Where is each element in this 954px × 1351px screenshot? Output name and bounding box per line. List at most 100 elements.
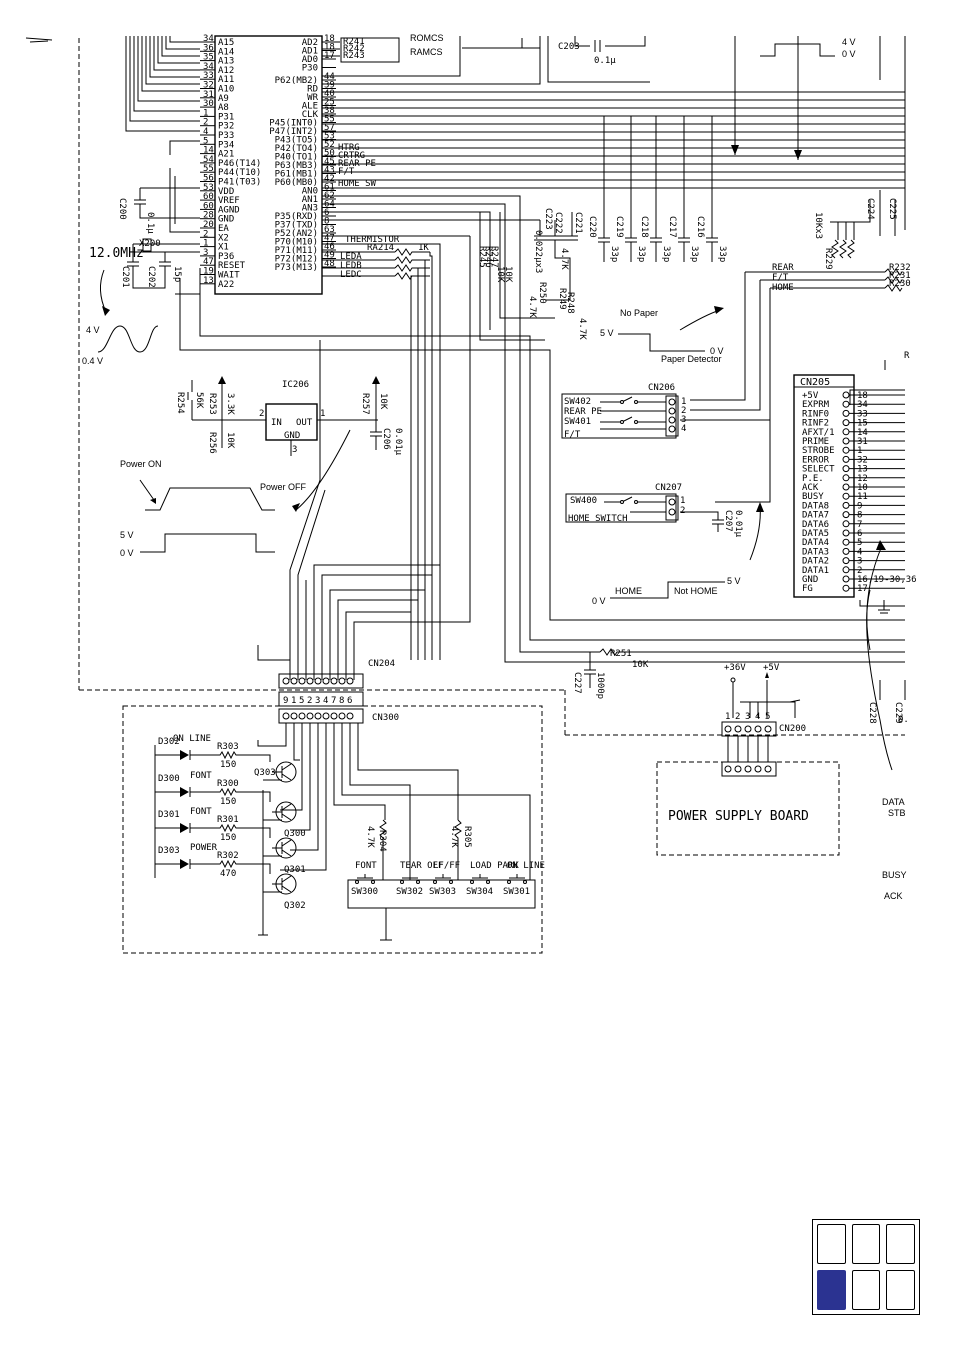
right-side-labels: DATA STB BUSY ACK [882,797,907,901]
cn200-36v: +36V [724,663,746,673]
cpu-right-pin-name: P40(TO1) [275,153,318,163]
address-bus [125,36,200,155]
signal-home-sw: HOME SW [338,179,377,189]
cpu-right-pin-number: 43 [324,166,335,176]
cn205-signal-15: DATA5 [802,529,829,539]
r229-value: 10Kx3 [813,212,823,239]
nav-cell-3[interactable] [817,1270,846,1310]
cpu-left-pin-name: WAIT [218,271,240,281]
cpu-left-pin-name: GND [218,215,234,225]
cpu-right-pin-name: P35(RXD) [275,212,318,222]
cn205-pin-7: 32 [857,455,868,465]
cn207-ref: CN207 [655,483,682,493]
r304-value: 4.7K [365,826,375,848]
panel-switch-label: LOAD PARK [470,861,519,871]
cn204-pin-0: 9 [283,696,288,706]
ft-label: F/T [564,430,581,440]
cpu-right-pin-name: P63(MB3) [275,161,318,171]
paper-5v-label: 5 V [600,328,614,338]
signal-crtrg: CRTRG [338,151,365,161]
clock-section: C200 0.1μ X200 12.0MHz C201 C202 15p 4 V… [82,168,905,641]
cpu-signal-labels: HTRG CRTRG REAR PE F/T HOME SW THERMISTO… [338,143,400,280]
cpu-left-pin-number: 2 [203,229,208,239]
cpu-right-pin-number: 42 [324,174,335,184]
c224-label: C224 [865,198,875,220]
nav-cell-5[interactable] [886,1270,915,1310]
cn204-pin-5: 4 [323,696,328,706]
nav-cell-2[interactable] [886,1224,915,1264]
cpu-left-pin-number: 1 [203,239,208,249]
cn205-pin-17: 4 [857,547,862,557]
cpu-right-wires [322,36,906,660]
cn300-pin-row [282,712,354,720]
cpu-right-pin-name: P70(M10) [275,238,318,248]
cn206-pin2: 2 [681,406,686,416]
cpu-left-pin-name: AGND [218,205,240,215]
cn207-pin2: 2 [680,506,685,516]
r253-label: R253 [207,393,217,415]
c207-value: 0.01μ [733,510,743,538]
cpu-right-pin-name: AN3 [302,204,318,214]
r257-label: R257 [360,393,370,415]
rear-pe-label: REAR PE [564,407,602,417]
home-switch-label: HOME SWITCH [568,514,628,524]
capacitor-value: 33p [689,246,699,262]
r247-label: R247 [489,246,499,268]
power-5v-label: 5 V [120,530,134,540]
cpu-right-pin-number: 39 [324,81,335,91]
r246-label: R246 [483,246,493,268]
cpu-left-pin-name: P34 [218,140,234,150]
r256-value: 10K [225,432,235,449]
nav-cell-4[interactable] [851,1270,881,1310]
cn200-pin-4: 5 [765,712,770,722]
c201-label: C201 [120,266,130,288]
cpu-left-pin-name: A9 [218,94,229,104]
cn205-pin-9: 12 [857,474,868,484]
cpu-left-pin-name: A22 [218,280,234,290]
rear-label-2: HOME [772,283,794,293]
panel-led-ref: D300 [158,774,180,784]
paper-waveform: No Paper 5 V 0 V Paper Detector [600,272,771,503]
c206-label: C206 [381,428,391,450]
cn206-connector: CN206 1 2 3 4 SW402 REAR PE SW401 F/T [561,383,770,440]
cpu-right-pin-name: P43(TO5) [275,136,318,146]
cn205-signal-20: GND [802,575,818,585]
cn205-pin-15: 6 [857,529,862,539]
capacitor-ref: C217 [667,216,677,238]
cn205-signal-17: DATA3 [802,547,829,557]
cn205-signal-16: DATA4 [802,538,829,548]
cn205-pin-5: 31 [857,437,868,447]
r304-label: R304 [377,830,387,852]
cn205-signal-13: DATA7 [802,511,829,521]
page-navigation-grid[interactable] [812,1219,920,1315]
right-stb-label: STB [888,808,906,818]
cpu-left-pin-name: A12 [218,66,234,76]
cn205-pin-6: 1 [857,446,862,456]
panel-led-label: FONT [190,771,212,781]
clock-0-4v-label: 0.4 V [82,356,103,366]
panel-led-label: FONT [190,807,212,817]
home-5v-label: 5 V [727,576,741,586]
c203-value: 0.1μ [594,56,616,66]
r231-label: R231 [889,271,911,281]
cpu-left-pin-number: 56 [203,174,214,184]
cpu-right-pin-name: RD [307,85,318,95]
cn206-pin1: 1 [681,397,686,407]
panel-led-ref: D301 [158,810,180,820]
cn205-pin-19: 2 [857,566,862,576]
right-ack-label: ACK [884,891,903,901]
cn205-pin-3: 15 [857,419,868,429]
nav-cell-1[interactable] [851,1224,881,1264]
cn205-ref: CN205 [800,377,830,388]
cpu-left-pin-name: A11 [218,75,234,85]
cpu-right-pin-name: AD1 [302,47,318,57]
nav-cell-0[interactable] [817,1224,846,1264]
capacitor-value: 33p [636,246,646,262]
c227-value: 1000p [595,672,605,699]
no-paper-label: No Paper [620,308,658,318]
c200-value: 0.1μ [145,212,155,234]
cpu-left-pin-name: P31 [218,112,234,122]
cpu-right-pin-number: 52 [324,140,335,150]
cpu-right-pin-number: 8 [324,217,329,227]
